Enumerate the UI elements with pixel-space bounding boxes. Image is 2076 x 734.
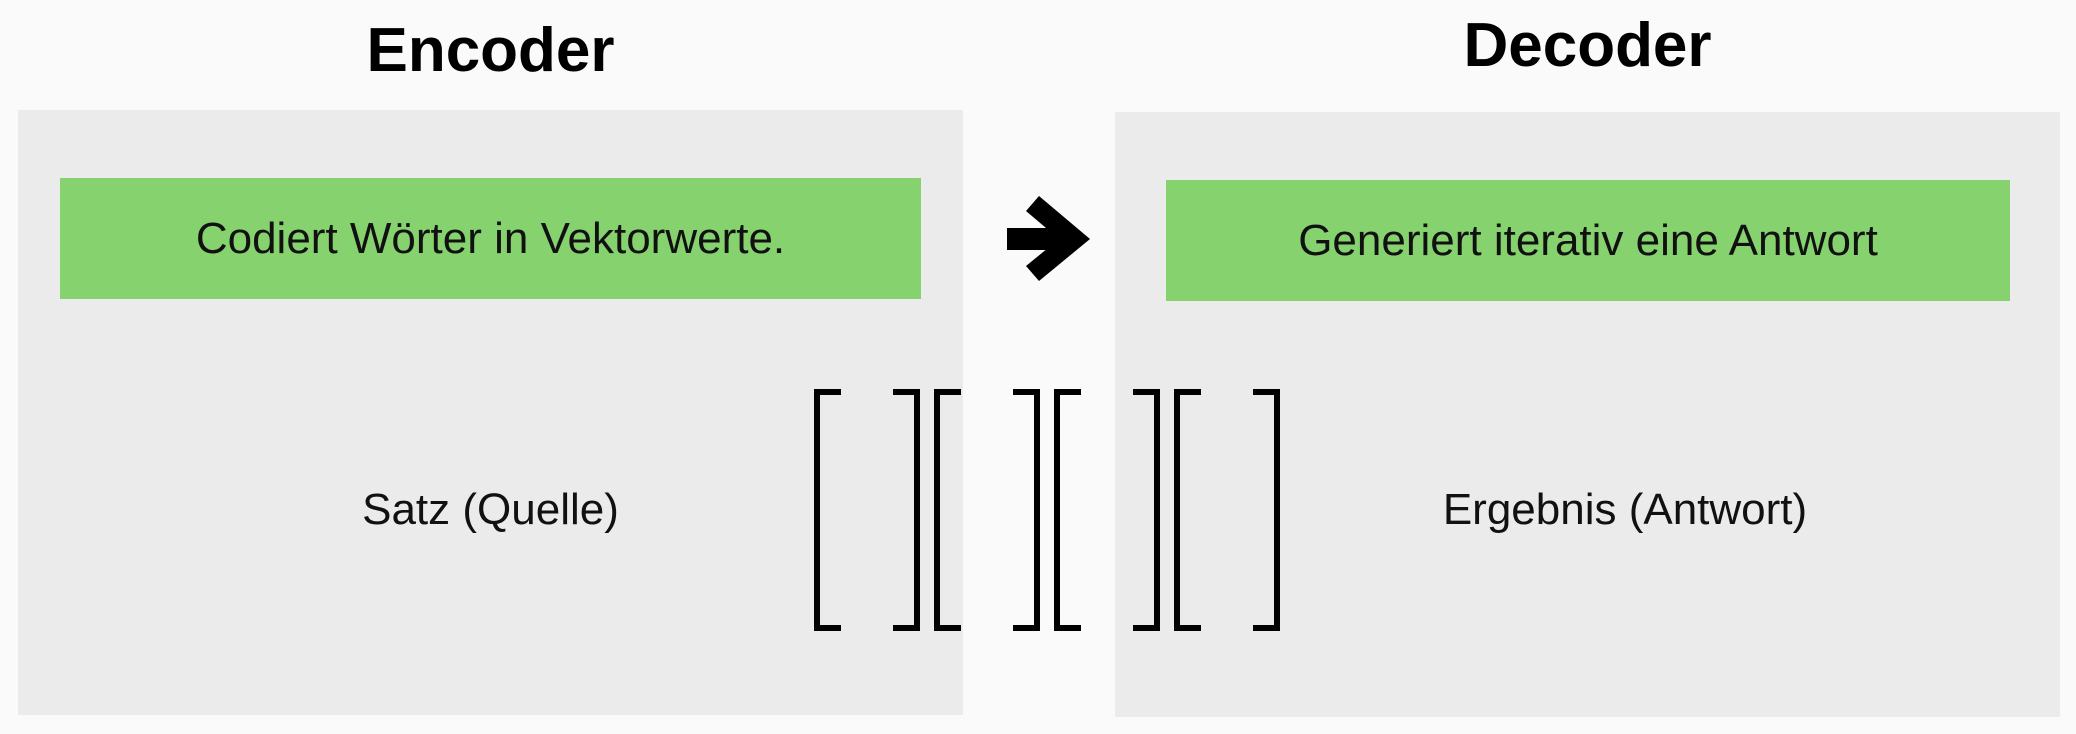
vector-bracket-left: [934, 389, 961, 631]
vector-bracket-left: [1174, 389, 1201, 631]
vector-bracket-right: [1253, 389, 1280, 631]
arrow-right-icon: [1007, 196, 1090, 281]
vector-bracket-right: [893, 389, 920, 631]
decoder-title: Decoder: [1463, 10, 1712, 80]
decoder-caption: Ergebnis (Antwort): [1442, 485, 1808, 534]
vector-bracket-right: [1133, 389, 1160, 631]
decoder-description: Generiert iterativ eine Antwort: [1166, 180, 2010, 301]
vector-bracket-left: [814, 389, 841, 631]
vector-brackets: [814, 389, 1280, 631]
encoder-caption: Satz (Quelle): [362, 485, 619, 534]
vector-bracket-right: [1013, 389, 1040, 631]
vector-bracket-left: [1054, 389, 1081, 631]
encoder-title: Encoder: [366, 15, 615, 85]
encoder-description: Codiert Wörter in Vektorwerte.: [60, 178, 921, 299]
